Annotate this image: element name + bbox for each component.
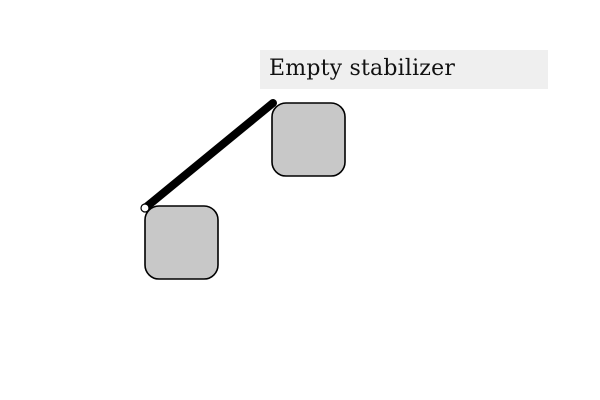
- edge-line: [141, 99, 277, 212]
- node-lower-left[interactable]: [144, 205, 219, 280]
- edge-start-marker: [140, 203, 150, 213]
- node-upper-right[interactable]: [271, 102, 346, 177]
- caption-text: Empty stabilizer: [269, 56, 456, 81]
- edge-end-marker: [270, 100, 276, 106]
- caption-box: Empty stabilizer: [260, 50, 548, 89]
